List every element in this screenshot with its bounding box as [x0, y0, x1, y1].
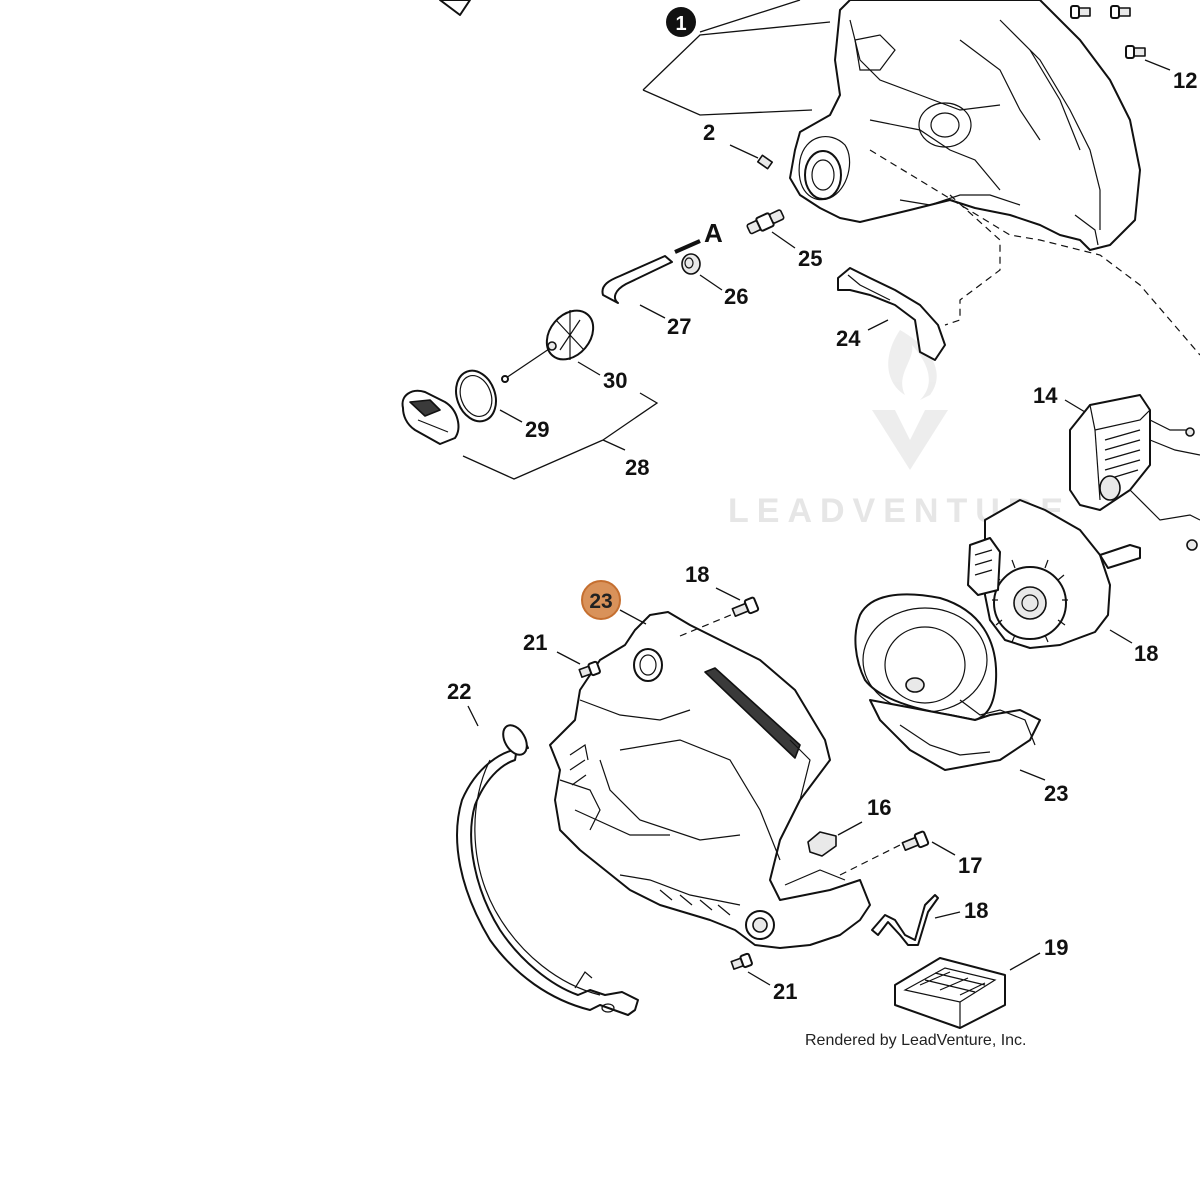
part-12-screws	[1070, 5, 1146, 59]
callout-19-label: 18	[964, 898, 988, 923]
part-22-handle-bar	[456, 724, 639, 1016]
part-23-handle-housing	[549, 611, 871, 949]
callout-15-label: 18	[1134, 641, 1158, 666]
callout-23-label: 23	[589, 590, 612, 613]
callout-20-label: 19	[1044, 935, 1068, 960]
callout-2-label: 2	[703, 120, 715, 145]
part-30-filter	[545, 309, 595, 361]
callout-12-label: 12	[1173, 68, 1197, 93]
part-20-grid	[894, 957, 1006, 1029]
callout-27-label: 27	[667, 314, 691, 339]
callout-26-label: 26	[724, 284, 748, 309]
callout-25-label: 25	[798, 246, 822, 271]
callout-21b-label: 21	[773, 979, 797, 1004]
callout-24-label: 24	[836, 326, 861, 351]
callout-18b-label: 17	[958, 853, 982, 878]
part-27-hose	[601, 255, 673, 304]
part-24-bracket	[837, 267, 946, 361]
callout-22-label: 22	[447, 679, 471, 704]
callout-30-label: 30	[603, 368, 627, 393]
part-2-screw	[756, 154, 774, 170]
callout-1-circle	[666, 7, 696, 37]
callout-21a-label: 21	[523, 630, 547, 655]
part-15-motor	[967, 499, 1141, 649]
part-21-screw-bottom	[730, 952, 753, 970]
callout-28-label: 28	[625, 455, 649, 480]
watermark-logo	[872, 330, 948, 470]
callout-A-label: A	[704, 218, 723, 248]
part-28-cap	[401, 389, 460, 445]
callout-1-label: 1	[675, 13, 686, 35]
callout-14-label: 14	[1033, 383, 1058, 408]
part-1-housing	[789, 0, 1141, 251]
credit-text: Rendered by LeadVenture, Inc.	[805, 1032, 1027, 1049]
callout-23-highlight	[581, 580, 621, 620]
part-21-screw-top	[578, 660, 601, 678]
part-18-screw-top	[731, 596, 760, 618]
part-26-grommet	[681, 253, 701, 275]
callout-18a-label: 18	[685, 562, 709, 587]
part-18-screw-bottom	[901, 830, 930, 852]
part-14-module	[1069, 394, 1200, 551]
part-25-fitting	[746, 209, 785, 235]
part-19-spring	[871, 894, 939, 946]
part-29-oring	[455, 369, 497, 423]
part-16-fan-housing	[854, 593, 1041, 771]
part-17-clip	[807, 831, 837, 857]
callout-16-label: 23	[1044, 781, 1068, 806]
callout-17-label: 16	[867, 795, 891, 820]
callout-29-label: 29	[525, 417, 549, 442]
